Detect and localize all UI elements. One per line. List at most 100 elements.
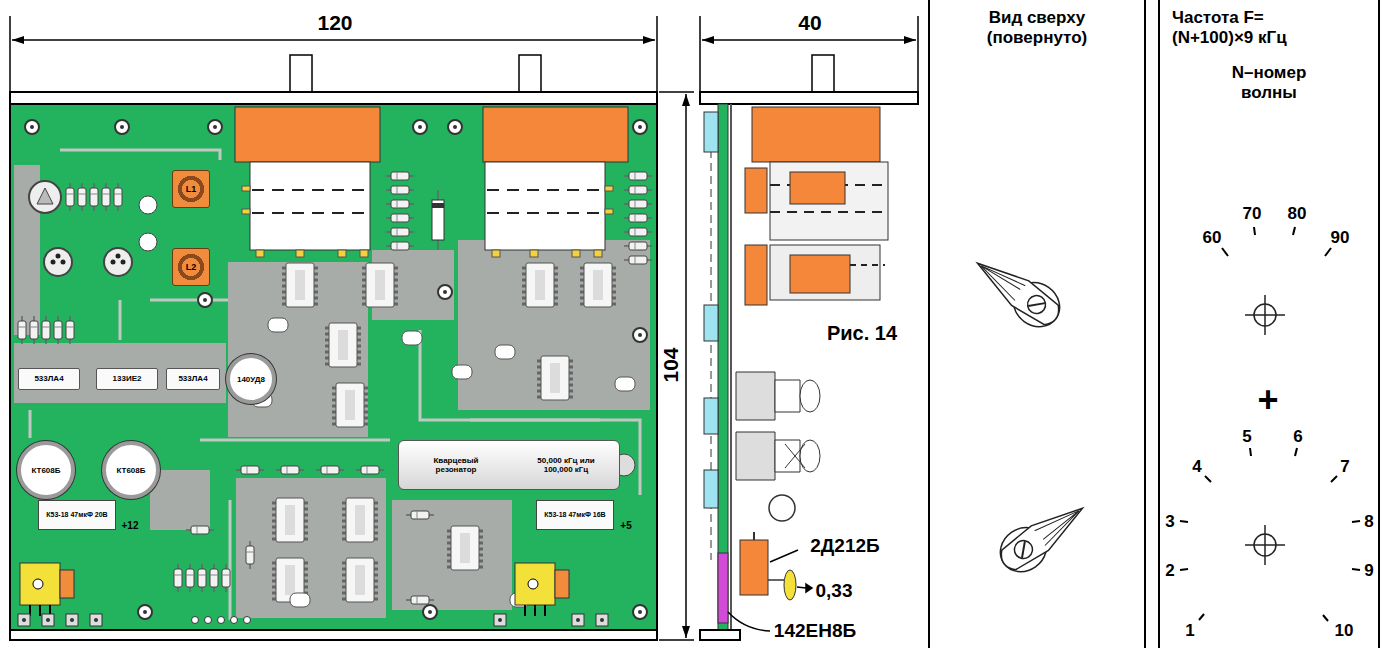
relay	[492, 250, 500, 257]
side-view	[769, 495, 795, 521]
dimension-value: 120	[317, 12, 352, 33]
contact-pad	[218, 617, 225, 624]
resistor-symbol	[30, 316, 38, 344]
trimmer-transistor	[37, 188, 53, 204]
scale-tick	[1323, 615, 1328, 621]
smd-part	[290, 593, 310, 607]
pcb-board	[229, 500, 232, 620]
part-name: КТ608Б	[31, 466, 60, 475]
resistor-symbol	[386, 214, 414, 222]
pcb-board	[119, 300, 122, 340]
resistor-symbol	[386, 186, 414, 194]
dimension-line	[699, 16, 701, 92]
leader-line	[728, 550, 812, 631]
relay	[487, 212, 603, 214]
scale-tick	[1352, 521, 1360, 522]
diode-symbol	[432, 200, 444, 240]
contact-pad	[18, 614, 608, 626]
relay	[235, 107, 628, 257]
knob-symbol	[966, 246, 1069, 335]
scale-tick	[1250, 448, 1251, 456]
leader-line	[728, 612, 770, 631]
resistor-symbol	[624, 186, 652, 194]
axis-cross	[1245, 525, 1285, 565]
side-view	[745, 168, 767, 213]
dimension-line	[10, 16, 918, 640]
part-name: КТ608Б	[116, 466, 145, 475]
resistor-symbol	[42, 316, 50, 344]
scale-tick	[1325, 248, 1331, 256]
side-view	[736, 372, 775, 420]
resistor-symbol	[386, 242, 414, 250]
resistor-symbol	[18, 316, 26, 344]
relay	[487, 189, 603, 191]
scale-tick	[1180, 521, 1188, 522]
resistor-symbol	[276, 466, 304, 474]
ic-chip	[272, 263, 616, 602]
knob-symbol	[966, 246, 1095, 580]
view-panel: Вид сверху (повернуто)	[928, 0, 1146, 648]
trimmer-transistor	[116, 254, 121, 259]
side-view	[740, 540, 768, 595]
side-view	[704, 305, 718, 341]
side-view	[736, 432, 775, 480]
pcb-board	[29, 410, 32, 438]
pcb-board	[200, 439, 390, 442]
knob-symbol	[992, 491, 1095, 580]
dimension-value: 104	[660, 347, 681, 382]
pcb-board	[392, 500, 512, 610]
scale-number: 6	[1293, 428, 1302, 445]
contact-pad	[596, 614, 608, 626]
part-name: 533ЛА4	[34, 375, 63, 384]
relay	[256, 250, 264, 257]
mounting-hole	[633, 605, 647, 619]
trimmer-transistor	[61, 260, 66, 265]
side-view	[753, 532, 755, 540]
resistor-symbol	[66, 183, 74, 211]
resistor-symbol	[386, 228, 414, 236]
mounting-hole	[633, 120, 647, 134]
side-view	[718, 104, 728, 630]
scale-tick	[1222, 248, 1228, 256]
scale-tick	[1295, 448, 1297, 456]
side-view	[730, 104, 732, 630]
side-view	[700, 630, 740, 640]
transistor-can: КТ608Б	[17, 441, 75, 499]
scale-number: 9	[1364, 562, 1373, 579]
voltage-label: +5	[620, 521, 631, 531]
scale-panel: Частота F=(N+100)×9 кГцN–номер волны	[1158, 0, 1380, 648]
voltage-regulator	[525, 605, 545, 616]
relay	[296, 250, 304, 257]
smd-part	[452, 365, 472, 379]
relay	[605, 209, 613, 214]
resistor-symbol	[386, 200, 414, 208]
mounting-hole	[208, 120, 222, 134]
ic-chip	[447, 526, 483, 570]
contact-pad	[244, 617, 251, 624]
contact-pad	[494, 614, 506, 626]
relay	[605, 186, 613, 191]
pcb-board	[14, 343, 226, 403]
resistor-symbol	[66, 316, 74, 344]
contact-pad	[231, 617, 238, 624]
relay	[338, 250, 346, 257]
mounting-hole	[198, 293, 212, 307]
pcb-board	[420, 330, 600, 420]
mounting-hole	[423, 605, 437, 619]
ic-chip	[522, 263, 558, 307]
resistor-symbol	[624, 256, 652, 264]
pcb-board	[228, 262, 368, 437]
side-view	[770, 162, 888, 240]
mounting-hole	[448, 120, 462, 134]
scale-number: 8	[1364, 513, 1373, 530]
side-view	[768, 579, 784, 581]
resistor-symbol	[246, 541, 254, 569]
side-view	[812, 55, 834, 92]
resistor-symbol	[174, 564, 182, 592]
side-view	[718, 553, 728, 623]
ic-chip	[362, 263, 398, 307]
resistor-symbol	[624, 228, 652, 236]
pcb-board	[519, 55, 541, 92]
ic-chip	[580, 263, 616, 307]
